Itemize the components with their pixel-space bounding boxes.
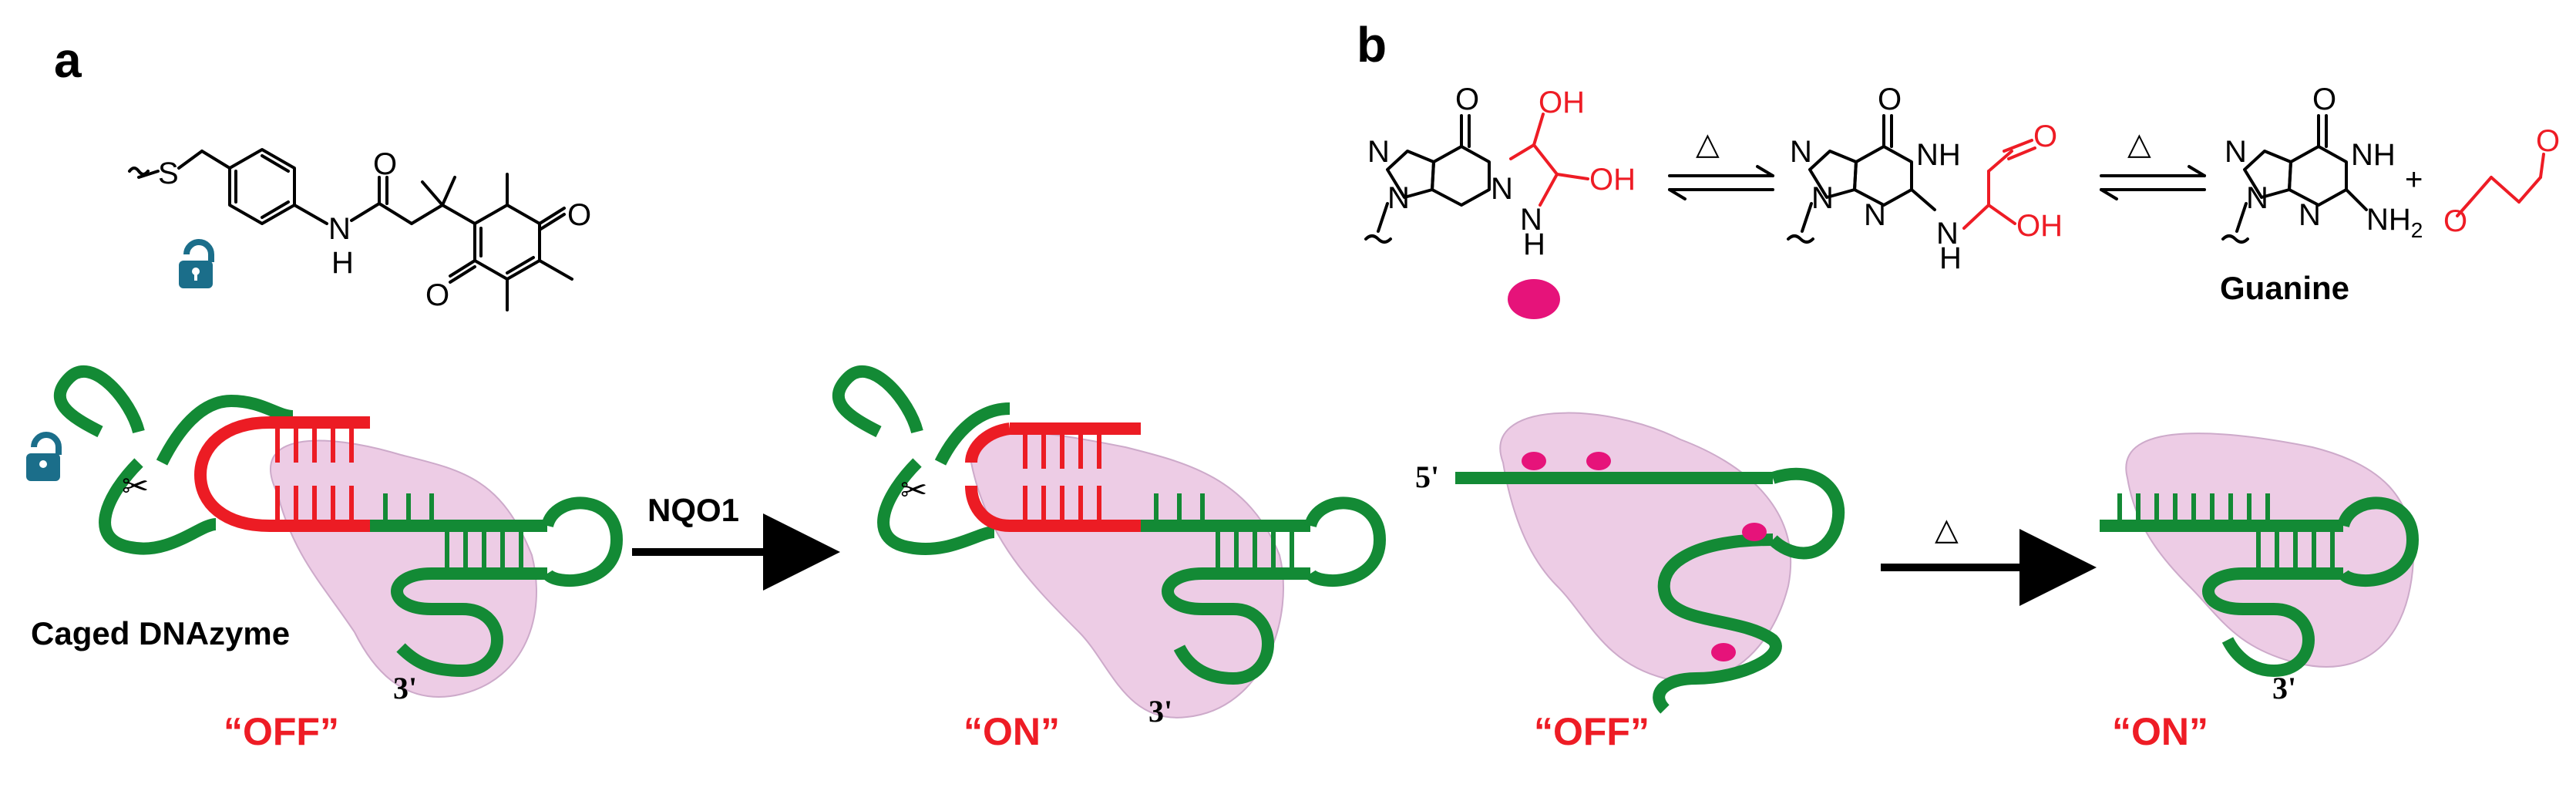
- hairpin: [2337, 496, 2419, 587]
- dna-arm: [156, 395, 294, 466]
- restored-dnazyme-on: 3': [2100, 433, 2419, 705]
- green-ticks: [1154, 493, 1294, 571]
- atom-n: N: [2299, 198, 2321, 232]
- protein-blob: [1499, 412, 1792, 682]
- atom-n: N: [1387, 181, 1410, 215]
- state-on-b: “ON”: [2112, 710, 2208, 753]
- panel-label-a: a: [54, 32, 82, 88]
- panel-label-b: b: [1357, 17, 1387, 72]
- caged-dnazyme-off: ✂ 3': [26, 365, 623, 705]
- amide-nitrogen: N: [328, 212, 351, 246]
- atom-o: O: [1455, 82, 1479, 116]
- equilibrium-arrow-1: △: [1668, 127, 1774, 200]
- guanine-label: Guanine: [2220, 270, 2349, 306]
- green-ticks: [383, 493, 523, 571]
- dna-tail: [1162, 567, 1310, 685]
- adducted-dnazyme-off: 5': [1415, 412, 1845, 714]
- dna-arm: [877, 458, 995, 555]
- glyoxal-oxygen-2: O: [2536, 124, 2560, 158]
- three-prime-label: 3': [393, 671, 417, 705]
- lock-icon: [179, 239, 214, 288]
- dna-arm: [99, 458, 217, 555]
- atom-n: N: [1790, 135, 1812, 169]
- lock-icon: [26, 432, 62, 481]
- quinone-cage-structure: S N H O O O: [128, 147, 591, 312]
- atom-nh: NH: [1916, 138, 1961, 172]
- amide-hydrogen: H: [331, 246, 354, 280]
- adduct-marker: [1711, 643, 1736, 661]
- glyoxal-structure: O O: [2443, 124, 2560, 238]
- red-base-pairs: [1023, 435, 1101, 520]
- aldehyde-oxygen: O: [2033, 119, 2057, 153]
- heat-symbol: △: [2127, 127, 2151, 161]
- atom-n: N: [2225, 135, 2247, 169]
- three-prime-label: 3': [1148, 694, 1172, 729]
- atom-o: O: [1878, 82, 1902, 116]
- adduct-marker: [1742, 523, 1767, 541]
- green-ticks: [2117, 493, 2335, 571]
- red-base-pairs: [275, 429, 354, 520]
- ring-opened-intermediate: N N O NH N N H O OH: [1787, 82, 2063, 275]
- hairpin: [1768, 467, 1845, 560]
- atom-n: N: [2246, 181, 2268, 215]
- atom-n: N: [1936, 217, 1959, 251]
- scissors-icon: ✂: [900, 471, 927, 509]
- three-prime-label: 3': [2272, 671, 2296, 705]
- atom-h: H: [1939, 241, 1962, 275]
- adduct-markers: [1522, 452, 1767, 661]
- atom-o: O: [2312, 82, 2336, 116]
- state-on-a: “ON”: [963, 710, 1060, 753]
- heat-arrow: △: [1881, 513, 2097, 606]
- amino-group: NH2: [2366, 203, 2423, 242]
- equilibrium-arrow-2: △: [2100, 127, 2206, 200]
- caged-dnazyme-label: Caged DNAzyme: [31, 615, 290, 651]
- plus-sign: +: [2405, 163, 2423, 197]
- enzyme-label: NQO1: [647, 492, 739, 528]
- atom-n: N: [1864, 198, 1886, 232]
- state-off-b: “OFF”: [1534, 710, 1650, 753]
- amide-oxygen: O: [373, 147, 397, 181]
- atom-n: N: [1811, 181, 1834, 215]
- five-prime-label: 5': [1415, 459, 1439, 494]
- hydroxyl-top: OH: [1539, 86, 1585, 119]
- quinone-oxygen-top: O: [567, 198, 591, 232]
- atom-h: H: [1523, 227, 1545, 261]
- hydroxyl-right: OH: [1589, 163, 1636, 197]
- heat-symbol: △: [1696, 127, 1720, 161]
- dna-tail: [1653, 534, 1782, 714]
- adduct-marker: [1586, 452, 1611, 470]
- adduct-marker: [1508, 279, 1560, 319]
- hydroxyl: OH: [2016, 209, 2063, 243]
- glyoxal-adduct-structure: N N O N OH OH N H: [1364, 82, 1636, 319]
- cage-loop: [193, 416, 271, 532]
- quinone-oxygen-bottom: O: [425, 278, 449, 312]
- dna-arm: [934, 402, 1011, 466]
- cleaved-cage-top: [965, 422, 1011, 463]
- state-off-a: “OFF”: [224, 710, 339, 753]
- atom-nh: NH: [2351, 138, 2396, 172]
- atom-n: N: [1491, 172, 1513, 206]
- hairpin: [541, 496, 623, 587]
- atom-n: N: [1367, 135, 1390, 169]
- cleaved-cage-bottom: [965, 485, 1011, 532]
- dna-arm: [832, 365, 923, 438]
- dna-tail: [2202, 567, 2343, 677]
- glyoxal-oxygen-1: O: [2443, 204, 2467, 238]
- protein-blob: [2125, 433, 2415, 668]
- dna-tail: [391, 567, 547, 677]
- scissors-icon: ✂: [122, 467, 149, 505]
- atom-n: N: [1520, 203, 1542, 237]
- dna-arm: [53, 365, 145, 438]
- guanine-structure: N N O NH N NH2 Guanine: [2220, 82, 2423, 306]
- nqo1-arrow: NQO1: [632, 492, 840, 591]
- hairpin: [1304, 496, 1386, 587]
- sulfur-atom: S: [158, 157, 179, 190]
- heat-symbol: △: [1935, 513, 1959, 547]
- adduct-marker: [1522, 452, 1546, 470]
- active-dnazyme-on: ✂ 3': [832, 365, 1386, 729]
